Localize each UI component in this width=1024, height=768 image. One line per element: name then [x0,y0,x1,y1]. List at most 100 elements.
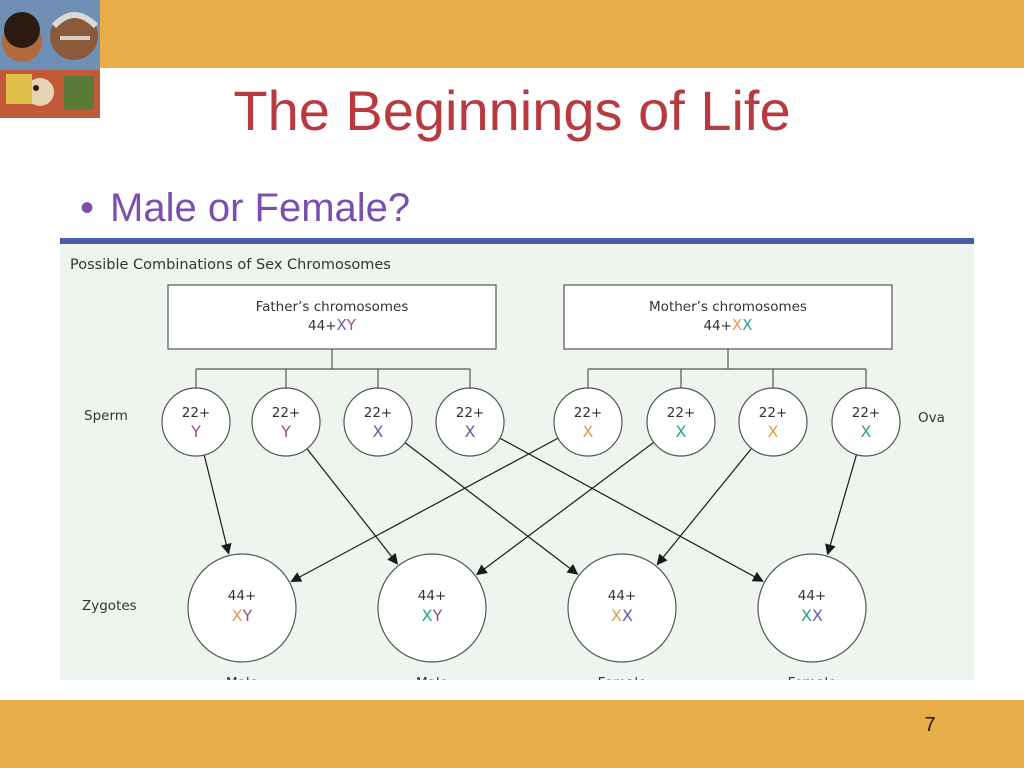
sperm-cell-4: 22+X [435,387,505,457]
bottom-band [0,700,1024,768]
zygote-chromosome-1: X [801,606,812,625]
zygote-circle [187,553,297,663]
zygote-chromosome-2: Y [432,606,443,625]
zygote-chromosome-2: X [812,606,823,625]
mother-label: Mother’s chromosomes [649,299,807,315]
ovum-autosomes: 22+ [759,405,788,421]
sperm-sex-chromosome: X [465,422,476,441]
father-box [167,284,497,350]
sperm-circle [435,387,505,457]
arrow-sperm-1-to-zygote-1 [306,448,399,565]
zygote-autosomes: 44+ [798,588,827,604]
cell-nodes: 22+Y22+Y22+X22+X22+X22+X22+X22+X44+XYMal… [161,387,901,680]
mother-sex-letter: X [742,316,752,334]
arrow-ova-2-to-zygote-2 [656,448,753,566]
father-sex-letter: Y [346,316,357,334]
chromosome-diagram: Possible Combinations of Sex Chromosomes… [60,244,974,680]
sperm-row-label: Sperm [84,408,128,424]
ovum-sex-chromosome: X [861,422,872,441]
zygote-result-label: Male [226,675,258,680]
zygote-4: 44+ XX Female [757,553,867,680]
divider-line [60,238,974,244]
zygote-3: 44+ XX Female [567,553,677,680]
arrow-sperm-3-to-zygote-3 [499,437,764,582]
mother-sex-chromosomes: XX [732,316,753,334]
ovum-sex-chromosome: X [583,422,594,441]
sperm-autosomes: 22+ [364,405,393,421]
sperm-cell-3: 22+X [343,387,413,457]
mother-connector [587,349,867,394]
bullet-item: • Male or Female? [80,182,410,234]
ovum-cell-4: 22+X [831,387,901,457]
ovum-cell-1: 22+X [553,387,623,457]
sperm-sex-chromosome: Y [190,422,201,441]
decorative-illustration [0,0,100,118]
sperm-cell-1: 22+Y [161,387,231,457]
sperm-circle [251,387,321,457]
zygote-sex-chromosomes: XY [232,606,253,625]
ovum-autosomes: 22+ [667,405,696,421]
ovum-cell-3: 22+X [738,387,808,457]
zygote-1: 44+ XY Male [187,553,297,680]
zygotes-row-label: Zygotes [82,598,137,614]
sperm-circle [343,387,413,457]
father-label: Father’s chromosomes [256,299,409,315]
zygote-autosomes: 44+ [228,588,257,604]
ovum-sex-chromosome: X [768,422,779,441]
slide-title: The Beginnings of Life [233,79,791,142]
sperm-sex-chromosome: Y [280,422,291,441]
father-base: 44+ [308,318,337,334]
inheritance-arrows [203,437,858,583]
ovum-autosomes: 22+ [574,405,603,421]
top-band [0,0,1024,68]
mother-box [563,284,893,350]
sperm-autosomes: 22+ [272,405,301,421]
zygote-chromosome-2: X [622,606,633,625]
zygote-sex-chromosomes: XX [801,606,823,625]
ovum-circle [646,387,716,457]
sperm-circle [161,387,231,457]
ova-row-label: Ova [918,410,945,426]
zygote-circle [567,553,677,663]
mother-sex-letter: X [732,316,742,334]
zygote-chromosome-1: X [611,606,622,625]
zygote-sex-chromosomes: XX [611,606,633,625]
sperm-cell-2: 22+Y [251,387,321,457]
father-sex-chromosomes: XY [337,316,357,334]
zygote-chromosome-1: X [232,606,243,625]
father-karyotype: 44+XY [308,316,357,334]
arrow-sperm-2-to-zygote-2 [404,442,579,575]
zygote-2: 44+ XY Male [377,553,487,680]
zygote-autosomes: 44+ [608,588,637,604]
zygote-circle [377,553,487,663]
sperm-sex-chromosome: X [373,422,384,441]
zygote-chromosome-2: Y [242,606,253,625]
zygote-result-label: Male [416,675,448,680]
father-sex-letter: X [337,316,347,334]
ovum-sex-chromosome: X [676,422,687,441]
sperm-autosomes: 22+ [182,405,211,421]
ovum-circle [553,387,623,457]
bullet-text: Male or Female? [110,186,411,230]
zygote-circle [757,553,867,663]
father-connector [195,349,471,394]
bullet-marker: • [80,186,95,230]
mother-base: 44+ [703,318,732,334]
arrow-ova-0-to-zygote-0 [290,437,559,583]
zygote-result-label: Female [598,675,647,680]
ovum-circle [831,387,901,457]
arrow-ova-1-to-zygote-1 [476,441,655,576]
zygote-chromosome-1: X [422,606,433,625]
zygote-result-label: Female [788,675,837,680]
ovum-cell-2: 22+X [646,387,716,457]
sperm-autosomes: 22+ [456,405,485,421]
mother-karyotype: 44+XX [703,316,752,334]
arrow-ova-3-to-zygote-3 [825,454,858,556]
zygote-sex-chromosomes: XY [422,606,443,625]
diagram-canvas: Possible Combinations of Sex Chromosomes… [70,257,945,680]
ovum-autosomes: 22+ [852,405,881,421]
page-number: 7 [924,714,936,736]
zygote-autosomes: 44+ [418,588,447,604]
ovum-circle [738,387,808,457]
diagram-heading: Possible Combinations of Sex Chromosomes [70,257,391,273]
